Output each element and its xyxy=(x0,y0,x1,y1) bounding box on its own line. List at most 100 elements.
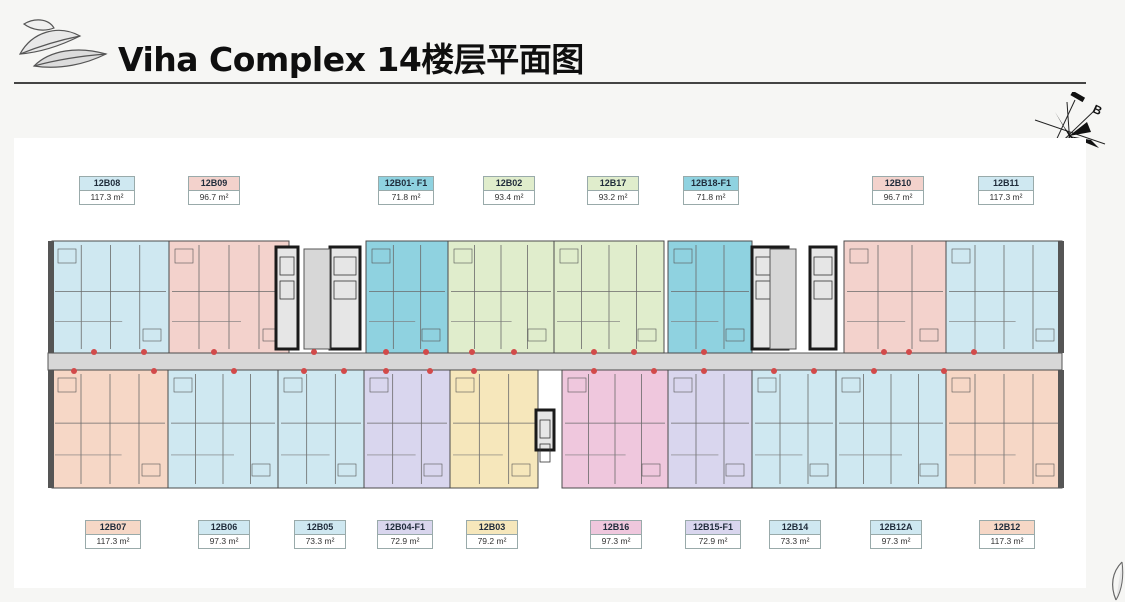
sofa-icon xyxy=(251,463,271,477)
unit-code: 12B02 xyxy=(483,176,535,190)
bottom-unit-4 xyxy=(449,369,539,489)
corner-leaf-icon xyxy=(1112,561,1124,601)
leaf-logo-icon xyxy=(18,19,108,68)
sofa-icon xyxy=(1035,328,1055,342)
sofa-icon xyxy=(725,463,745,477)
door-marker xyxy=(211,349,217,355)
title-divider xyxy=(14,82,1086,84)
unit-area: 93.2 m² xyxy=(587,190,639,205)
bottom-unit-6 xyxy=(667,369,753,489)
unit-code: 12B16 xyxy=(590,520,642,534)
sofa-icon xyxy=(641,463,661,477)
unit-label-12B15-F1: 12B15-F1 72.9 m² xyxy=(685,520,741,549)
door-marker xyxy=(471,368,477,374)
sofa-icon xyxy=(919,328,939,342)
unit-label-12B12A: 12B12A 97.3 m² xyxy=(870,520,922,549)
door-marker xyxy=(427,368,433,374)
unit-label-12B17: 12B17 93.2 m² xyxy=(587,176,639,205)
bed-icon xyxy=(841,377,861,393)
door-marker xyxy=(383,349,389,355)
bottom-unit-7 xyxy=(751,369,837,489)
unit-label-12B08: 12B08 117.3 m² xyxy=(79,176,135,205)
sofa-icon xyxy=(725,328,745,342)
top-core-0 xyxy=(274,245,300,351)
stair-core xyxy=(303,248,331,350)
bed-icon xyxy=(57,248,77,264)
unit-code: 12B18-F1 xyxy=(683,176,739,190)
unit-label-12B18-F1: 12B18-F1 71.8 m² xyxy=(683,176,739,205)
sofa-icon xyxy=(421,328,441,342)
door-marker xyxy=(383,368,389,374)
unit-code: 12B07 xyxy=(85,520,141,534)
unit-area: 93.4 m² xyxy=(483,190,535,205)
unit-code: 12B08 xyxy=(79,176,135,190)
door-marker xyxy=(701,349,707,355)
bed-icon xyxy=(757,377,777,393)
door-marker xyxy=(71,368,77,374)
door-marker xyxy=(511,349,517,355)
sofa-icon xyxy=(511,463,531,477)
bed-icon xyxy=(951,377,971,393)
unit-code: 12B04-F1 xyxy=(377,520,433,534)
bed-icon xyxy=(174,248,194,264)
unit-code: 12B11 xyxy=(978,176,1034,190)
bed-icon xyxy=(673,377,693,393)
unit-code: 12B15-F1 xyxy=(685,520,741,534)
floor-plan xyxy=(47,240,1064,489)
page-title: Viha Complex 14楼层平面图 xyxy=(118,40,584,79)
top-unit-6 xyxy=(843,240,947,354)
unit-area: 117.3 m² xyxy=(85,534,141,549)
unit-area: 79.2 m² xyxy=(466,534,518,549)
corridor xyxy=(47,352,1063,371)
bottom-unit-2 xyxy=(277,369,365,489)
top-core-1 xyxy=(328,245,362,351)
unit-label-12B06: 12B06 97.3 m² xyxy=(198,520,250,549)
unit-area: 73.3 m² xyxy=(294,534,346,549)
elevator-icon xyxy=(813,280,833,300)
door-marker xyxy=(91,349,97,355)
door-marker xyxy=(591,368,597,374)
door-marker xyxy=(906,349,912,355)
unit-area: 97.3 m² xyxy=(870,534,922,549)
unit-label-12B09: 12B09 96.7 m² xyxy=(188,176,240,205)
elevator-icon xyxy=(279,280,295,300)
unit-label-12B02: 12B02 93.4 m² xyxy=(483,176,535,205)
door-marker xyxy=(231,368,237,374)
unit-area: 72.9 m² xyxy=(377,534,433,549)
unit-label-12B05: 12B05 73.3 m² xyxy=(294,520,346,549)
unit-label-12B10: 12B10 96.7 m² xyxy=(872,176,924,205)
unit-label-12B14: 12B14 73.3 m² xyxy=(769,520,821,549)
unit-label-12B01-F1: 12B01- F1 71.8 m² xyxy=(378,176,434,205)
elevator-icon xyxy=(333,256,357,276)
sofa-icon xyxy=(423,463,443,477)
unit-code: 12B10 xyxy=(872,176,924,190)
bed-icon xyxy=(371,248,391,264)
bed-icon xyxy=(559,248,579,264)
sofa-icon xyxy=(637,328,657,342)
elevator-icon xyxy=(539,419,551,439)
unit-label-12B07: 12B07 117.3 m² xyxy=(85,520,141,549)
sofa-icon xyxy=(527,328,547,342)
end-wall xyxy=(1058,241,1064,353)
unit-code: 12B09 xyxy=(188,176,240,190)
door-marker xyxy=(811,368,817,374)
door-marker xyxy=(151,368,157,374)
door-marker xyxy=(651,368,657,374)
door-marker xyxy=(701,368,707,374)
bed-icon xyxy=(369,377,389,393)
unit-code: 12B05 xyxy=(294,520,346,534)
door-marker xyxy=(423,349,429,355)
unit-code: 12B03 xyxy=(466,520,518,534)
unit-area: 71.8 m² xyxy=(378,190,434,205)
unit-area: 97.3 m² xyxy=(198,534,250,549)
unit-area: 96.7 m² xyxy=(872,190,924,205)
bed-icon xyxy=(173,377,193,393)
bed-icon xyxy=(567,377,587,393)
end-wall xyxy=(48,370,54,488)
bed-icon xyxy=(849,248,869,264)
bed-icon xyxy=(283,377,303,393)
top-unit-2 xyxy=(365,240,449,354)
door-marker xyxy=(631,349,637,355)
bed-icon xyxy=(455,377,475,393)
bed-icon xyxy=(57,377,77,393)
